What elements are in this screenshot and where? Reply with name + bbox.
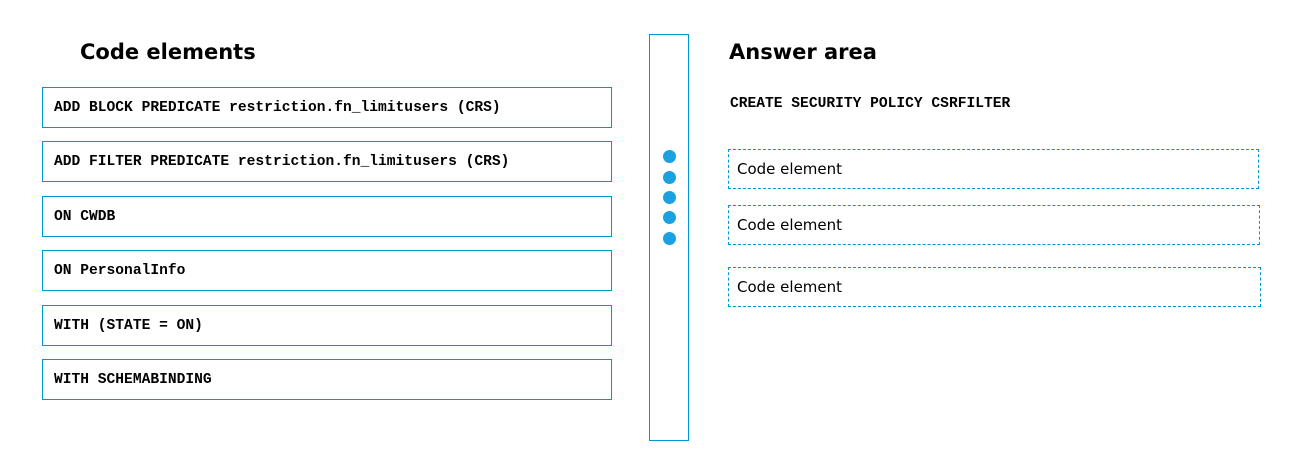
dot-3 [663,191,676,204]
code-item-add-block-predicate[interactable]: ADD BLOCK PREDICATE restriction.fn_limit… [42,87,612,128]
dot-4 [663,211,676,224]
code-item-with-schemabinding[interactable]: WITH SCHEMABINDING [42,359,612,400]
dot-2 [663,171,676,184]
code-item-add-filter-predicate[interactable]: ADD FILTER PREDICATE restriction.fn_limi… [42,141,612,182]
dot-5 [663,232,676,245]
code-item-on-personalinfo[interactable]: ON PersonalInfo [42,250,612,291]
code-elements-heading: Code elements [80,40,256,64]
code-item-with-state-on[interactable]: WITH (STATE = ON) [42,305,612,346]
drag-divider[interactable] [649,34,689,441]
answer-slot-1[interactable]: Code element [728,149,1259,189]
answer-slot-2[interactable]: Code element [728,205,1260,245]
code-item-on-cwdb[interactable]: ON CWDB [42,196,612,237]
create-security-policy-statement: CREATE SECURITY POLICY CSRFILTER [730,96,1011,112]
answer-area-heading: Answer area [729,40,877,64]
answer-slot-3[interactable]: Code element [728,267,1261,307]
dot-1 [663,150,676,163]
